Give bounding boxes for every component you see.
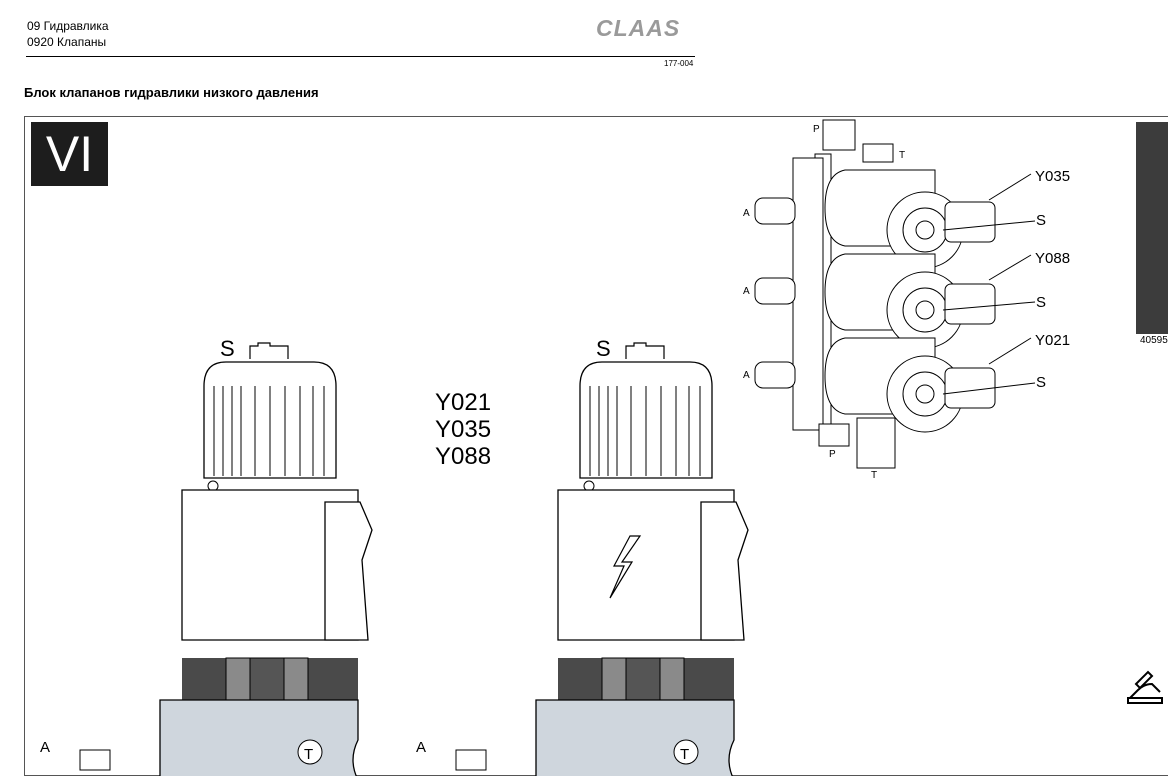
document-number: 177-004	[664, 59, 694, 68]
port-p-bottom: P	[829, 449, 836, 460]
valve-code: Y021	[435, 389, 492, 416]
label-t: T	[304, 746, 313, 763]
solenoid-unit: A	[743, 337, 996, 433]
photo-thumbnail	[1136, 122, 1168, 334]
valve-code-list: Y021 Y035 Y088	[435, 389, 491, 470]
port-a: A	[743, 208, 750, 219]
claas-logo: CLAAS	[596, 15, 680, 41]
valve-section-left: S T A	[40, 336, 373, 776]
section-heading: 0920 Клапаны	[27, 35, 107, 49]
label-a: A	[40, 739, 50, 756]
header-rule	[26, 56, 695, 57]
label-s: S	[596, 336, 611, 361]
callout-y088: Y088	[1035, 250, 1070, 267]
callout-y035: Y035	[1035, 168, 1070, 185]
solenoid-unit: A	[743, 169, 996, 269]
callout-s: S	[1036, 212, 1046, 229]
valve-block-illustration: P T A A A P T Y035 S Y088 S	[743, 119, 1070, 481]
callout-s: S	[1036, 294, 1046, 311]
port-a: A	[743, 286, 750, 297]
callout-y021: Y021	[1035, 332, 1070, 349]
port-a: A	[743, 370, 750, 381]
callout-s: S	[1036, 374, 1046, 391]
valve-code: Y088	[435, 443, 492, 470]
lightning-icon	[609, 535, 642, 599]
photo-reference: 40595	[1140, 335, 1168, 346]
logo-text: CLAAS	[596, 15, 680, 41]
label-a: A	[416, 739, 426, 756]
label-t: T	[680, 746, 689, 763]
page-title: Блок клапанов гидравлики низкого давлени…	[24, 85, 319, 100]
port-p-top: P	[813, 124, 820, 135]
solenoid-unit: A	[743, 253, 996, 349]
section-badge: VI	[31, 122, 108, 186]
valve-section-right: S T A	[416, 336, 749, 776]
label-s: S	[220, 336, 235, 361]
port-t-top: T	[899, 150, 905, 161]
valve-code: Y035	[435, 416, 492, 443]
port-t-bottom: T	[871, 470, 877, 481]
chapter-heading: 09 Гидравлика	[27, 19, 109, 33]
hand-in-water-icon	[1127, 670, 1163, 704]
